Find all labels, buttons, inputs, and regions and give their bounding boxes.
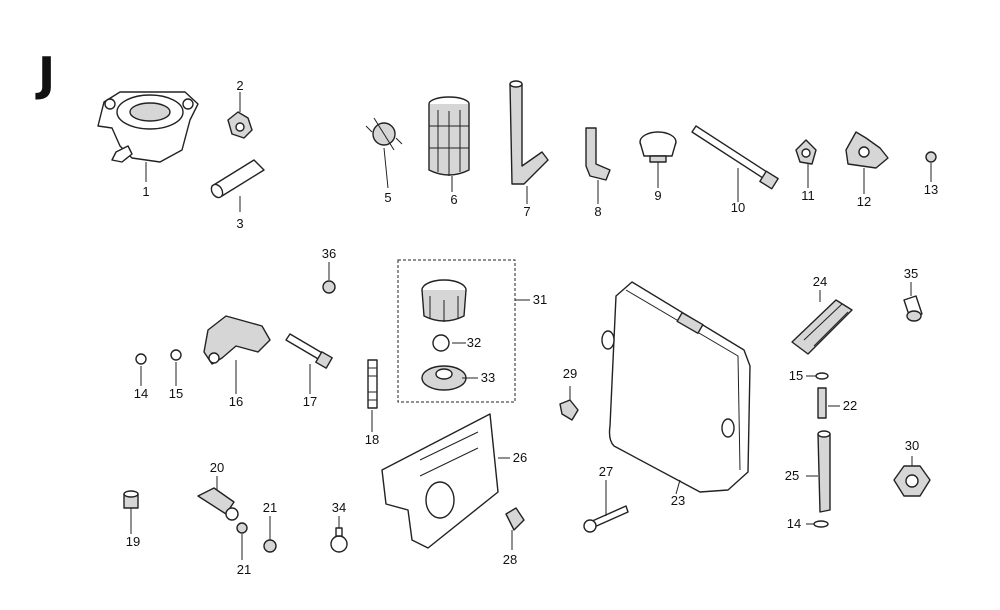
callout-label-14: 14 — [134, 386, 148, 401]
callout-label-10: 10 — [731, 200, 745, 215]
part-30-hex-nut — [893, 465, 931, 497]
callout-label-9: 9 — [654, 188, 661, 203]
part-2-clip — [227, 111, 253, 139]
part-6-filter — [428, 96, 470, 176]
part-29-rubber — [559, 399, 579, 421]
part-18-stud — [367, 359, 378, 409]
callout-label-26: 26 — [513, 450, 527, 465]
callout-label-36: 36 — [322, 246, 336, 261]
callout-label-22: 22 — [843, 398, 857, 413]
callout-label-33: 33 — [481, 370, 495, 385]
part-16-handle — [203, 315, 271, 365]
callout-label-28: 28 — [503, 552, 517, 567]
part-5-check-valve — [365, 117, 403, 151]
callout-label-13: 13 — [924, 182, 938, 197]
callout-label-29: 29 — [563, 366, 577, 381]
part-31-knob — [421, 279, 467, 322]
part-21-nut-b — [236, 522, 248, 534]
part-13-nut — [925, 151, 937, 163]
callout-label-14: 14 — [787, 516, 801, 531]
part-22-pin — [817, 387, 827, 419]
part-36-nut — [322, 280, 336, 294]
callout-label-35: 35 — [904, 266, 918, 281]
callout-label-24: 24 — [813, 274, 827, 289]
part-21-nut-a — [263, 539, 277, 553]
leader-lines — [130, 92, 932, 560]
part-35-bushing — [903, 295, 923, 322]
callout-label-15: 15 — [789, 368, 803, 383]
part-32-ball — [432, 334, 450, 352]
part-8-hose — [585, 127, 611, 181]
callout-label-18: 18 — [365, 432, 379, 447]
part-1-carburetor — [97, 91, 199, 163]
part-25-shaft — [817, 430, 831, 513]
part-11-clip — [795, 139, 817, 165]
part-24-grip — [791, 299, 853, 355]
callout-label-8: 8 — [594, 204, 601, 219]
callout-label-25: 25 — [785, 468, 799, 483]
callout-label-34: 34 — [332, 500, 346, 515]
part-3-tube — [210, 159, 265, 199]
callout-label-32: 32 — [467, 335, 481, 350]
callout-label-1: 1 — [142, 184, 149, 199]
callout-label-16: 16 — [229, 394, 243, 409]
callout-label-21: 21 — [263, 500, 277, 515]
part-10-bolt — [691, 125, 779, 190]
callout-label-11: 11 — [801, 188, 815, 203]
part-33-cam — [421, 365, 467, 391]
callout-label-17: 17 — [303, 394, 317, 409]
section-letter: J — [35, 47, 55, 101]
part-15-grommet — [170, 349, 182, 361]
part-19-grommet — [123, 490, 139, 509]
part-26-gasket-plate — [381, 413, 499, 549]
callout-label-5: 5 — [384, 190, 391, 205]
callout-label-30: 30 — [905, 438, 919, 453]
callout-label-12: 12 — [857, 194, 871, 209]
part-34-bulb — [330, 527, 348, 553]
part-14-grommet — [135, 353, 147, 365]
callout-label-23: 23 — [671, 493, 685, 508]
part-14-ring — [813, 520, 829, 528]
callout-label-21: 21 — [237, 562, 251, 577]
callout-label-27: 27 — [599, 464, 613, 479]
part-15-ring — [815, 372, 829, 380]
part-23-housing — [601, 281, 751, 493]
callout-label-20: 20 — [210, 460, 224, 475]
callout-label-6: 6 — [450, 192, 457, 207]
part-9-cap — [639, 131, 677, 163]
part-20-valve — [197, 487, 239, 521]
callout-label-19: 19 — [126, 534, 140, 549]
callout-label-7: 7 — [523, 204, 530, 219]
callout-label-15: 15 — [169, 386, 183, 401]
assembly-31-frame — [397, 259, 516, 403]
part-28-fitting — [505, 507, 525, 531]
part-7-hose — [509, 80, 549, 185]
callout-label-31: 31 — [533, 292, 547, 307]
part-12-bracket — [845, 131, 889, 169]
callout-label-2: 2 — [236, 78, 243, 93]
callout-label-3: 3 — [236, 216, 243, 231]
part-17-bolt — [285, 333, 333, 369]
part-27-bolt — [583, 505, 629, 533]
